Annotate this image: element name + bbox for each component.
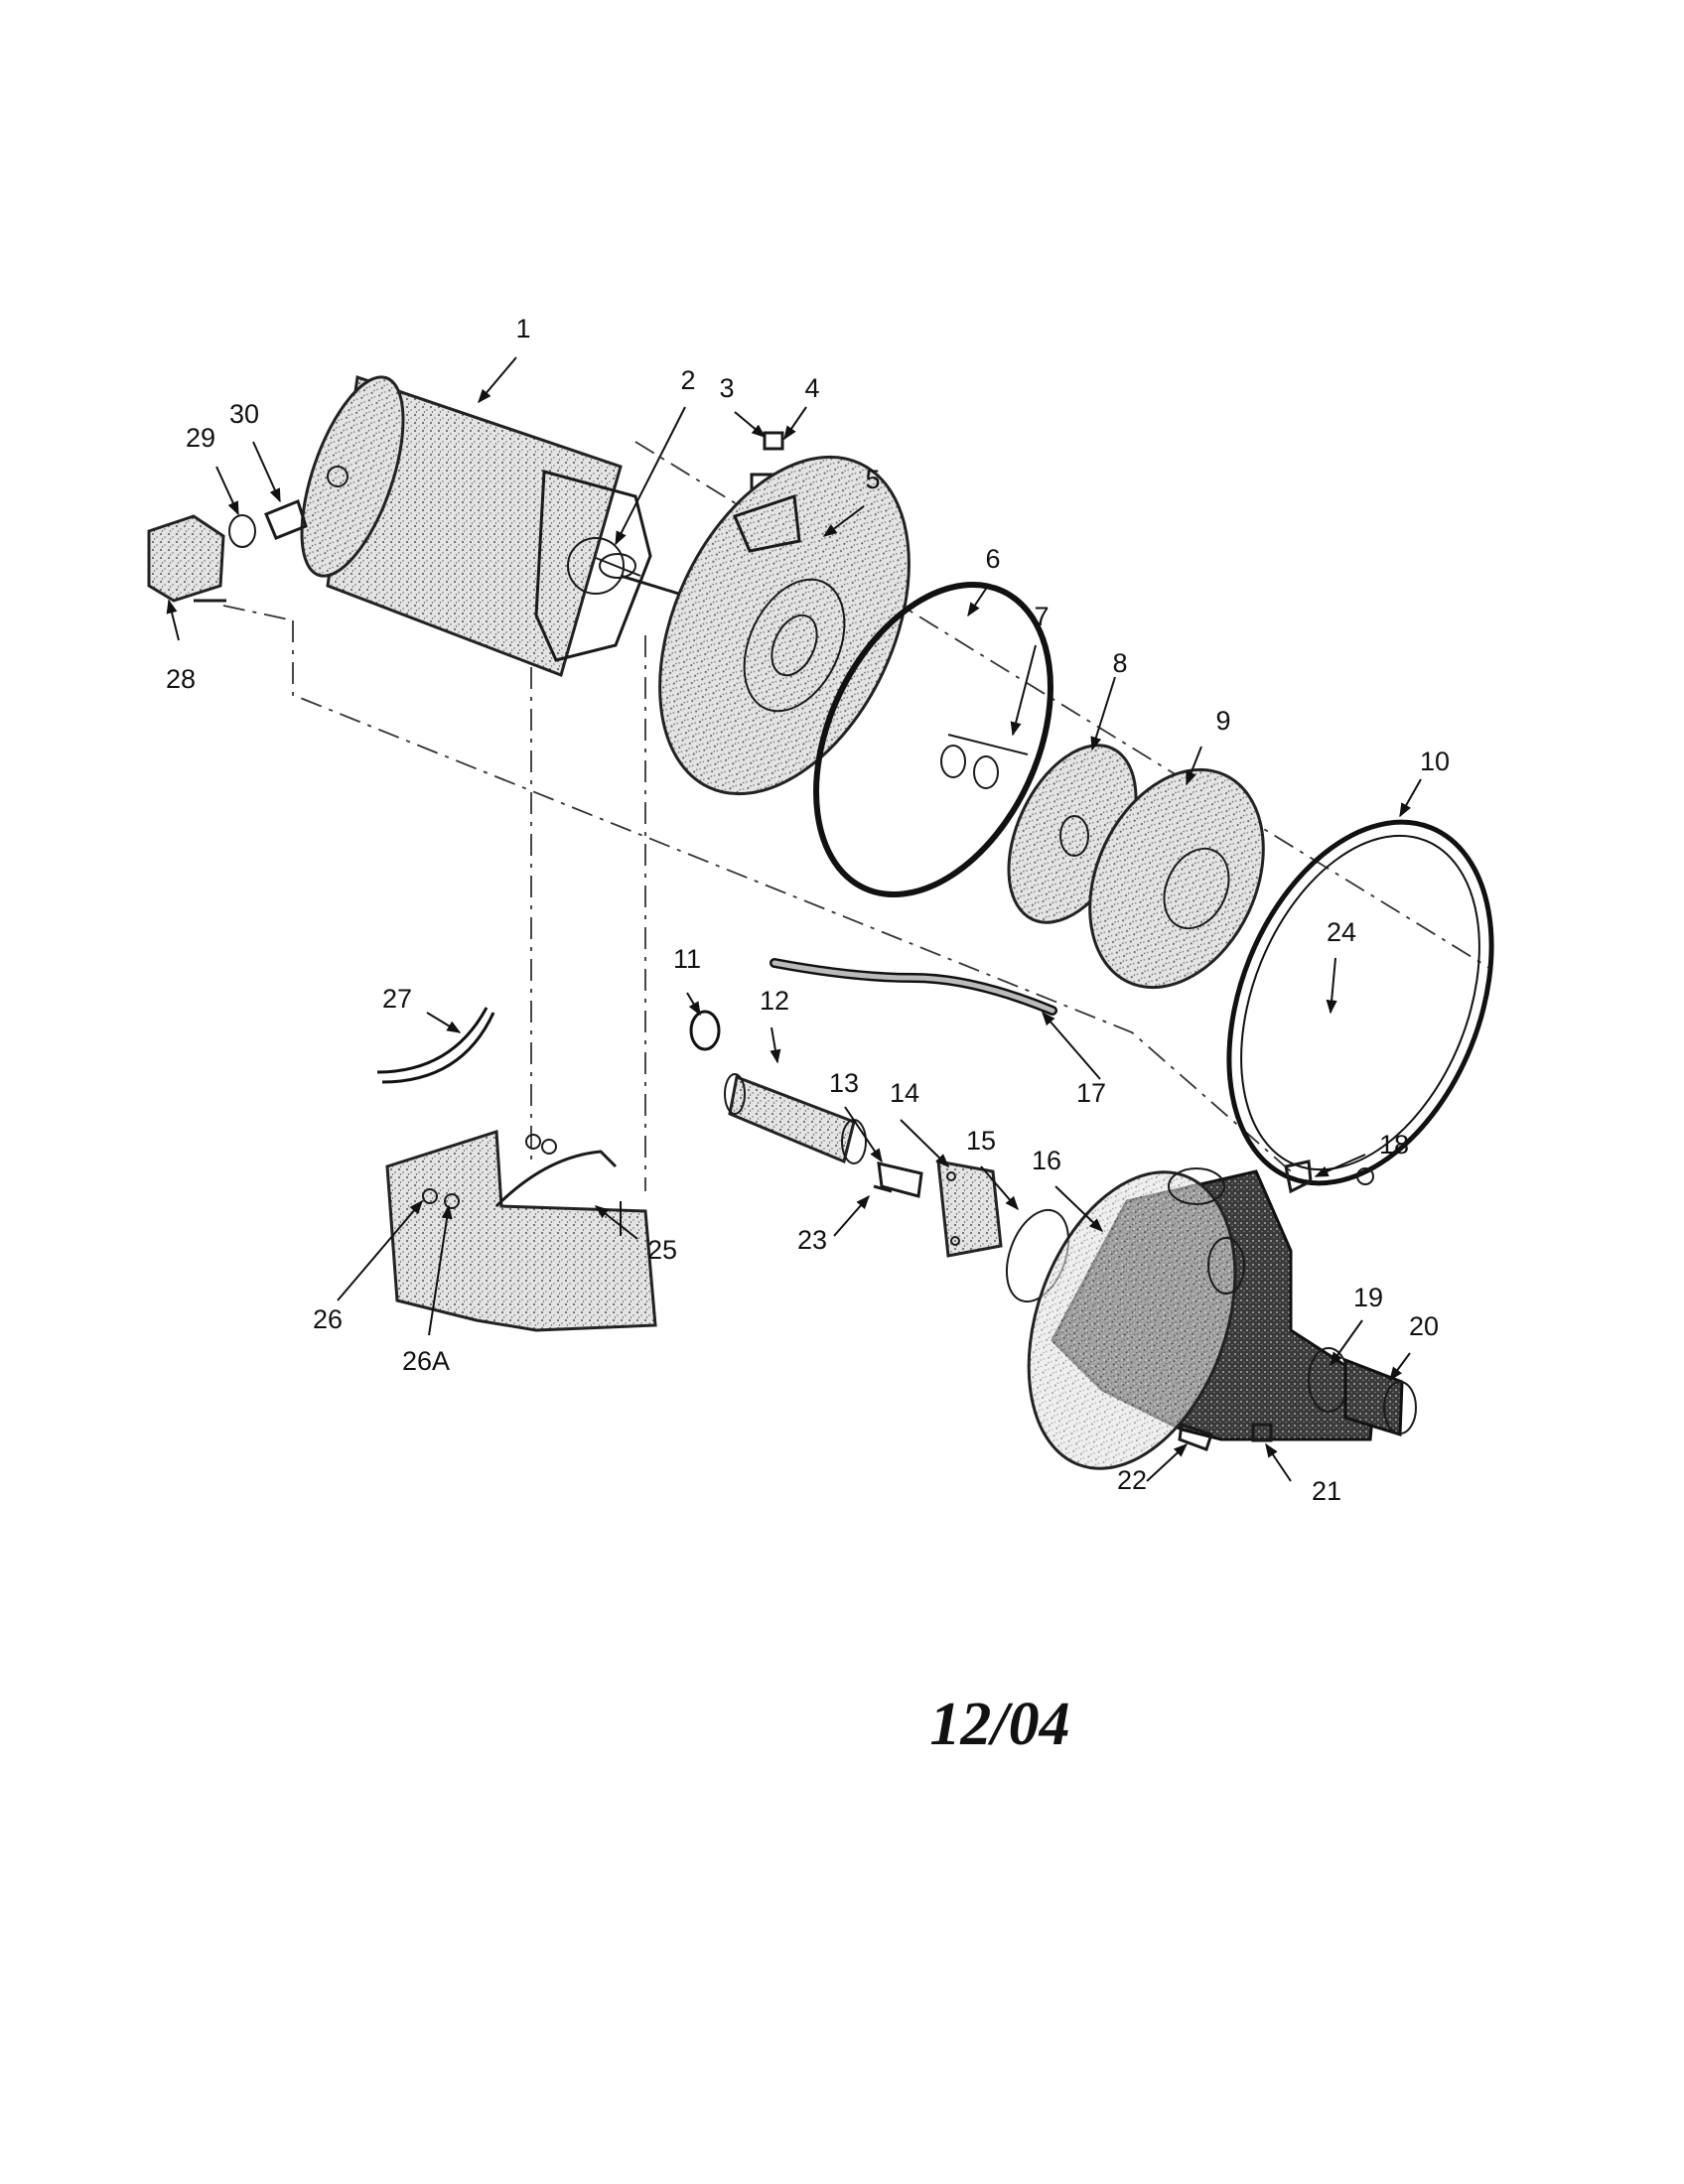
callout-12: 12 bbox=[760, 986, 789, 1016]
callout-11: 11 bbox=[673, 944, 701, 974]
leader-arrows bbox=[166, 356, 1422, 1482]
callout-24: 24 bbox=[1327, 917, 1356, 947]
part-25-base bbox=[385, 1129, 657, 1332]
parts-19-20-union bbox=[1308, 1347, 1417, 1437]
part-14-cover bbox=[936, 1160, 1003, 1258]
part-2-shaft-seal bbox=[595, 553, 641, 579]
parts-28-30-switch bbox=[147, 499, 308, 603]
callout-8: 8 bbox=[1112, 648, 1127, 678]
part-16-pump-body bbox=[1027, 1167, 1377, 1470]
callout-22: 22 bbox=[1117, 1465, 1147, 1495]
callout-27: 27 bbox=[382, 984, 412, 1014]
callout-25: 25 bbox=[647, 1235, 677, 1265]
callout-26: 26 bbox=[313, 1304, 343, 1334]
part-7-seal bbox=[940, 734, 1029, 789]
callout-5: 5 bbox=[865, 465, 880, 494]
callout-18: 18 bbox=[1379, 1130, 1409, 1160]
callout-1: 1 bbox=[515, 314, 530, 343]
callout-26a: 26A bbox=[402, 1346, 450, 1376]
callout-21: 21 bbox=[1312, 1476, 1341, 1506]
callout-3: 3 bbox=[719, 373, 734, 403]
part-1-motor bbox=[300, 374, 686, 677]
callout-20: 20 bbox=[1409, 1311, 1439, 1341]
callout-7: 7 bbox=[1034, 602, 1049, 631]
callout-2: 2 bbox=[680, 365, 695, 395]
part-12-venturi bbox=[724, 1073, 867, 1164]
callout-28: 28 bbox=[166, 664, 196, 694]
callout-29: 29 bbox=[186, 423, 215, 453]
callout-13: 13 bbox=[829, 1068, 859, 1098]
callout-16: 16 bbox=[1032, 1146, 1061, 1175]
callout-17: 17 bbox=[1076, 1078, 1106, 1108]
callout-15: 15 bbox=[966, 1126, 996, 1156]
callout-6: 6 bbox=[985, 544, 1000, 574]
part-17-tube bbox=[770, 958, 1057, 1016]
callout-14: 14 bbox=[890, 1078, 919, 1108]
small-fittings bbox=[873, 1160, 1313, 1451]
callout-labels: 1 2 3 4 5 6 7 8 9 10 11 12 13 14 15 16 1… bbox=[166, 314, 1450, 1506]
callout-30: 30 bbox=[229, 399, 259, 429]
part-11-small-oring bbox=[689, 1010, 721, 1051]
part-5-seal-plate bbox=[658, 455, 911, 796]
callout-19: 19 bbox=[1353, 1283, 1383, 1312]
part-13-nozzle bbox=[877, 1161, 923, 1198]
part-6-oring bbox=[813, 582, 1053, 897]
callout-9: 9 bbox=[1215, 706, 1230, 736]
part-27-clip bbox=[376, 1007, 495, 1084]
callout-10: 10 bbox=[1420, 747, 1450, 776]
date-code: 12/04 bbox=[929, 1691, 1069, 1758]
callout-4: 4 bbox=[804, 373, 819, 403]
callout-23: 23 bbox=[797, 1225, 827, 1255]
part-9-diffuser bbox=[1088, 767, 1265, 990]
